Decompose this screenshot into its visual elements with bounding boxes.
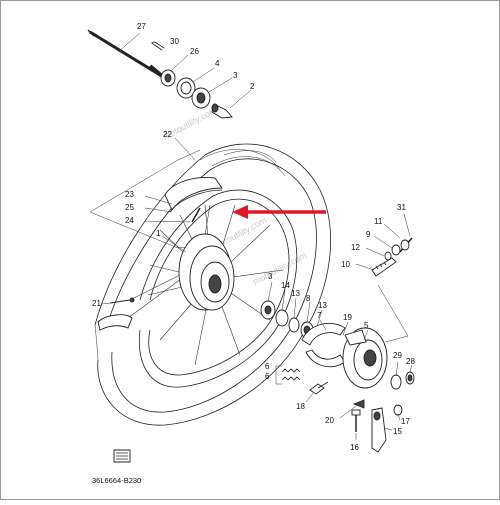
cam-lever-part [371,407,387,453]
leader-28 [409,364,413,373]
washer-part-28 [405,371,415,385]
cotter-pin-part [151,41,165,51]
label-29: 29 [393,351,402,360]
brake-shoe-part [301,322,346,368]
bolt-part-20 [352,399,365,409]
rim-part [138,189,298,388]
label-13-a: 13 [291,289,300,298]
leader-8 [306,301,311,323]
label-20: 20 [325,416,334,425]
label-11: 11 [374,217,383,226]
leader-10 [355,263,375,271]
label-31: 31 [397,203,406,212]
washer-part-17 [393,404,403,416]
bolt-part-16 [351,409,361,432]
leader-5 [363,329,369,341]
label-27: 27 [137,22,146,31]
leader-26 [171,54,189,71]
label-1: 1 [156,229,161,238]
leader-14 [281,289,286,311]
leader-speedo-group-2 [384,335,409,343]
leader-9 [373,235,393,249]
seal-part-29 [390,374,402,390]
hub-part [178,233,235,311]
rim-band-part [97,314,133,331]
label-8: 8 [306,294,311,303]
label-21: 21 [92,299,101,308]
watermark-2: motoutility.com [251,250,308,287]
label-14: 14 [281,281,290,290]
inner-tube-part [164,177,223,213]
spoke-nipple-part [109,297,135,304]
leader-15 [383,427,393,431]
leader-12 [365,247,385,257]
leader-1 [161,235,187,253]
label-9: 9 [366,230,371,239]
label-7: 7 [317,311,322,320]
leader-17 [397,413,401,421]
diagram-code: 36L6664-B230 [92,476,141,485]
label-2: 2 [250,82,255,91]
label-23: 23 [125,190,134,199]
collar-part-13a [288,317,300,333]
axle-part [87,29,164,78]
label-10: 10 [341,260,350,269]
spring-part [281,368,301,381]
leader-21 [101,302,111,305]
label-13-b: 13 [318,301,327,310]
brake-plate-part [342,327,388,389]
leader-3-lower [267,281,273,302]
label-3-top: 3 [233,71,238,80]
leader-20 [339,405,357,419]
cam-part [309,381,329,395]
label-24: 24 [125,216,134,225]
speedo-washer-part [391,244,401,256]
leader-4 [192,67,215,83]
leader-7 [319,319,327,331]
leader-18 [305,391,315,403]
label-25: 25 [125,203,134,212]
label-5: 5 [364,321,369,330]
bearing-part-top [191,87,211,109]
speedo-shaft-part [371,257,397,277]
label-30: 30 [170,37,179,46]
leader-bracket-tube [89,149,206,249]
label-3-lower: 3 [268,272,273,281]
leader-2 [229,89,252,109]
label-6-a: 6 [265,362,270,371]
label-4: 4 [215,59,220,68]
nut-part [160,69,176,87]
leader-19 [342,321,349,336]
label-28: 28 [406,357,415,366]
label-19: 19 [343,313,352,322]
label-15: 15 [393,427,402,436]
leader-bracket-6 [275,365,282,385]
leader-29 [395,361,399,377]
leader-31 [403,213,411,237]
label-26: 26 [190,47,199,56]
label-17: 17 [401,417,410,426]
front-direction-icon [113,449,131,463]
bearing-part-lower [260,300,276,320]
highlight-arrow [232,205,326,219]
speedo-gear-part [399,237,413,253]
spacer-part [211,103,233,119]
label-12: 12 [351,243,360,252]
leader-3-top [208,77,233,93]
oil-seal-part [176,77,196,99]
leader-27 [117,32,141,53]
label-22: 22 [163,130,172,139]
valve-stem-part [191,207,201,223]
leader-speedo-group [377,284,409,337]
label-16: 16 [350,443,359,452]
leader-13a [293,297,297,319]
leader-22 [174,137,196,161]
seal-part-14 [275,309,289,327]
label-18: 18 [296,402,305,411]
leader-11 [383,223,401,239]
label-6-b: 6 [265,372,270,381]
